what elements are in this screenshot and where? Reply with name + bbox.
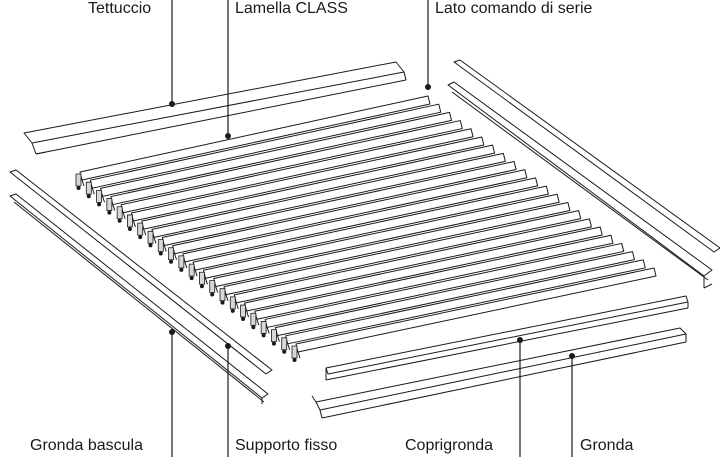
coprigronda-part	[325, 295, 689, 381]
lamella-blade	[147, 152, 506, 248]
gronda-part	[311, 327, 687, 419]
lamella-blade	[229, 218, 592, 313]
leader-dots	[169, 84, 575, 359]
lamella-blade	[75, 95, 431, 190]
label-lamella-class: Lamella CLASS	[235, 0, 348, 17]
tettuccio-part	[23, 61, 407, 155]
label-lato-comando: Lato comando di serie	[435, 0, 593, 17]
lamella-blade	[260, 242, 625, 338]
lamella-blade	[291, 267, 657, 362]
lamella-blade	[137, 144, 496, 240]
lamella-blade	[116, 128, 474, 223]
gronda-bascula-part	[9, 169, 273, 404]
lamella-blade	[85, 103, 442, 199]
lamella-blade	[199, 193, 560, 289]
lamella-blade	[281, 259, 646, 354]
label-gronda: Gronda	[580, 437, 634, 454]
lamella-blade	[209, 201, 571, 297]
lamella-blade	[96, 111, 453, 207]
lamella-blade	[127, 136, 485, 231]
lamella-blade	[250, 234, 614, 330]
lamella-blade	[178, 177, 539, 272]
lamella-blade	[168, 169, 528, 264]
label-tettuccio: Tettuccio	[88, 0, 152, 17]
lato-comando-part	[447, 59, 720, 289]
leader-lines	[171, 0, 573, 457]
lamelle-group	[75, 95, 657, 362]
lamella-blade	[157, 161, 517, 256]
lamella-blade	[106, 120, 463, 215]
lamella-blade	[271, 251, 635, 346]
lamella-blade	[219, 210, 582, 305]
label-supporto-fisso: Supporto fisso	[235, 437, 338, 454]
lamella-blade	[188, 185, 549, 281]
label-coprigronda: Coprigronda	[405, 437, 494, 454]
label-gronda-bascula: Gronda bascula	[30, 437, 143, 454]
lamella-blade	[240, 226, 603, 322]
